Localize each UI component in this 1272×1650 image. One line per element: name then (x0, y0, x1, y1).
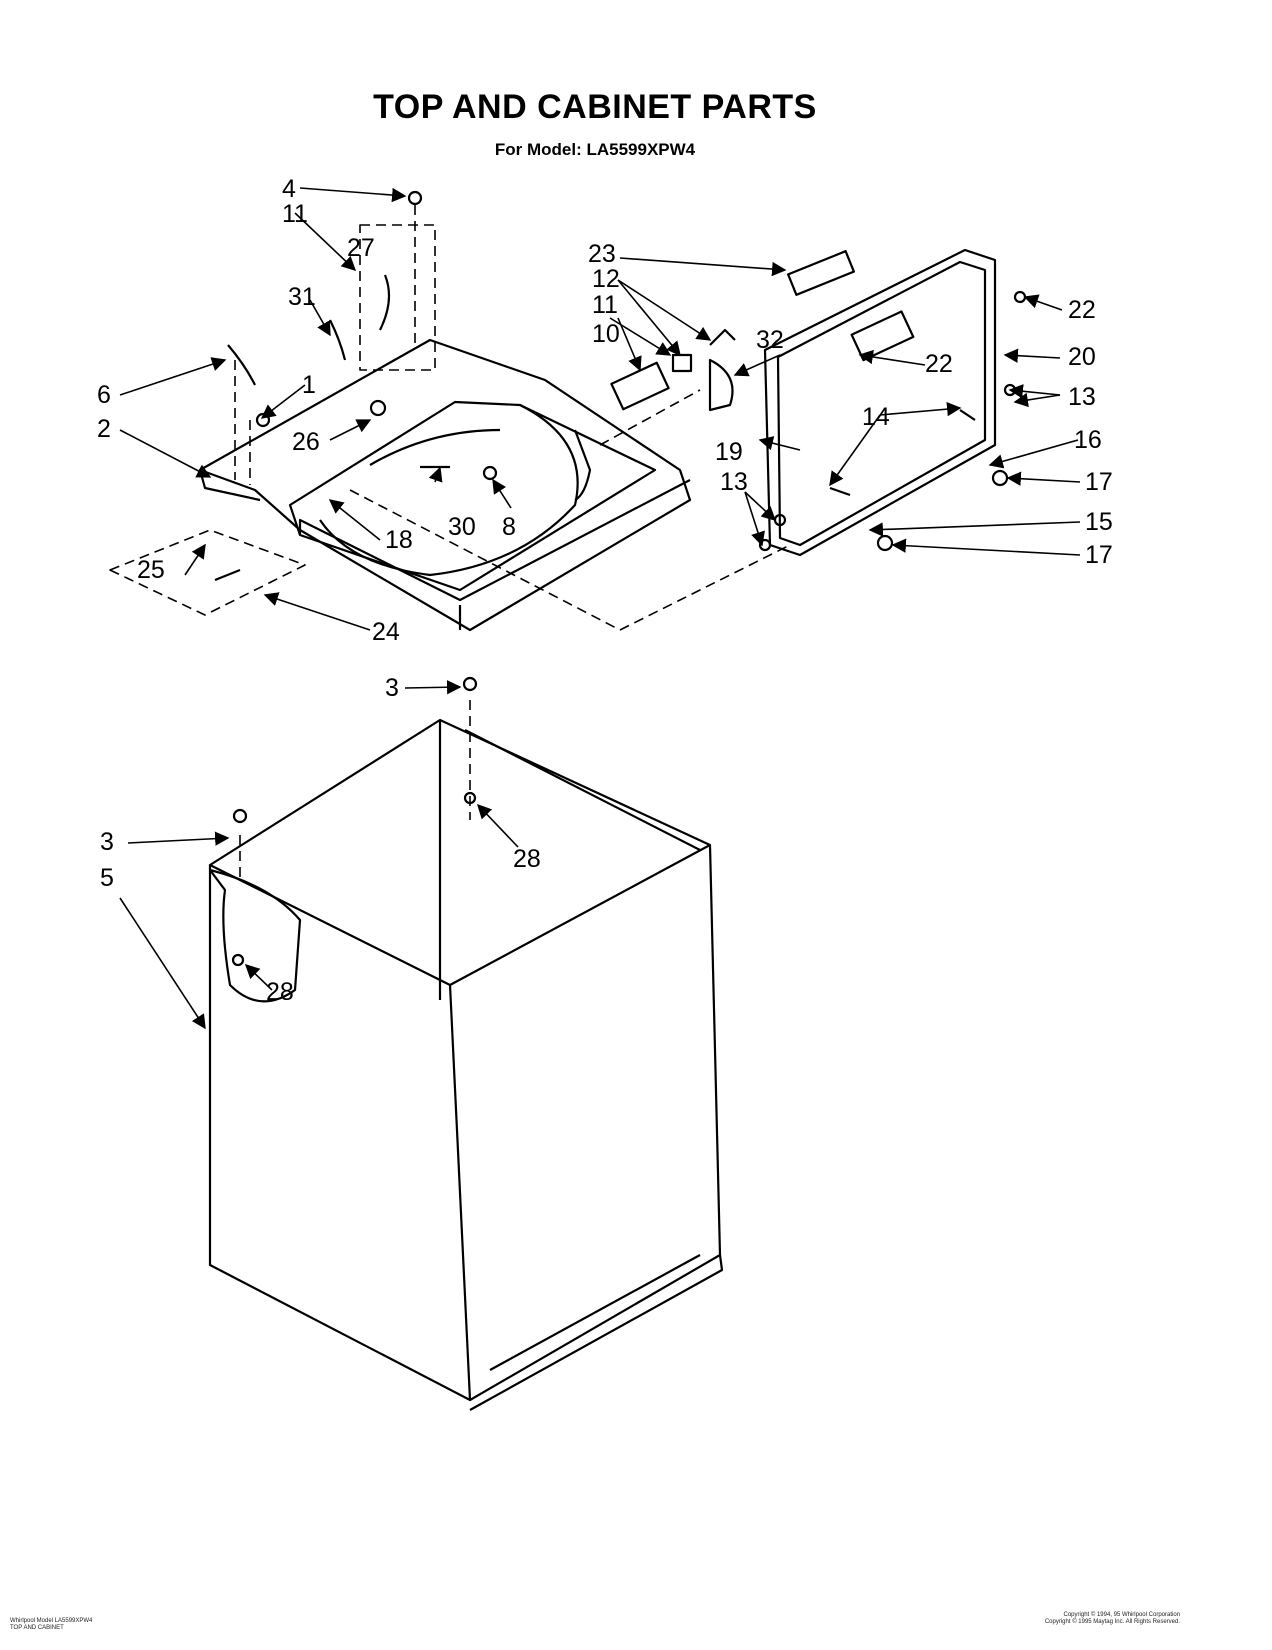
callout-19: 19 (715, 438, 743, 466)
callout-24: 24 (372, 618, 400, 646)
footer-right-line2: Copyright © 1995 Maytag Inc. All Rights … (1044, 1619, 1180, 1625)
callout-16: 16 (1074, 426, 1102, 454)
callout-9: 11 (282, 200, 308, 228)
callout-6: 6 (97, 381, 111, 409)
callout-32: 32 (756, 326, 784, 354)
callout-13-left: 13 (720, 468, 748, 496)
callout-3-top: 3 (385, 674, 399, 702)
callout-22-lid: 22 (925, 350, 953, 378)
model-subtitle: For Model: LA5599XPW4 (494, 140, 696, 159)
callout-28-cutaway: 28 (266, 978, 294, 1006)
callout-25: 25 (137, 556, 165, 584)
callout-13-right: 13 (1068, 383, 1096, 411)
footer-left-line1: Whirlpool Model LA5599XPW4 (10, 1618, 93, 1624)
callout-17-top: 17 (1085, 468, 1113, 496)
footer-left-line2: TOP AND CABINET (10, 1625, 64, 1631)
callout-5: 5 (100, 864, 114, 892)
callout-26: 26 (292, 428, 320, 456)
callout-11: 11 (592, 291, 618, 319)
callout-22-right: 22 (1068, 296, 1096, 324)
callout-20: 20 (1068, 343, 1096, 371)
callout-17-bottom: 17 (1085, 541, 1113, 569)
callout-1: 1 (302, 371, 316, 399)
footer-right: Copyright © 1994, 95 Whirlpool Corporati… (990, 1612, 1180, 1626)
footer-left: Whirlpool Model LA5599XPW4 TOP AND CABIN… (10, 1618, 92, 1632)
callout-12: 12 (592, 265, 620, 293)
callout-10: 10 (592, 320, 620, 348)
top-cover (198, 338, 692, 632)
cabinet (208, 718, 724, 1411)
footer-right-line1: Copyright © 1994, 95 Whirlpool Corporati… (1063, 1612, 1180, 1618)
callout-28-inner: 28 (513, 845, 541, 873)
callout-3-left: 3 (100, 828, 114, 856)
callout-23: 23 (588, 240, 616, 268)
callout-31: 31 (288, 283, 316, 311)
callout-8: 8 (502, 513, 516, 541)
callout-27: 27 (347, 234, 375, 262)
callout-2: 2 (97, 415, 111, 443)
callout-4: 4 (282, 175, 296, 203)
callout-18: 18 (385, 526, 413, 554)
callout-14: 14 (862, 403, 890, 431)
panel-parts (610, 250, 855, 412)
callout-30: 30 (448, 513, 476, 541)
callout-15: 15 (1085, 508, 1113, 536)
callout-labels: 4 11 27 31 6 1 2 26 30 8 18 25 24 3 28 3… (97, 175, 1113, 1006)
diagram-title: TOP AND CABINET PARTS (373, 88, 817, 126)
